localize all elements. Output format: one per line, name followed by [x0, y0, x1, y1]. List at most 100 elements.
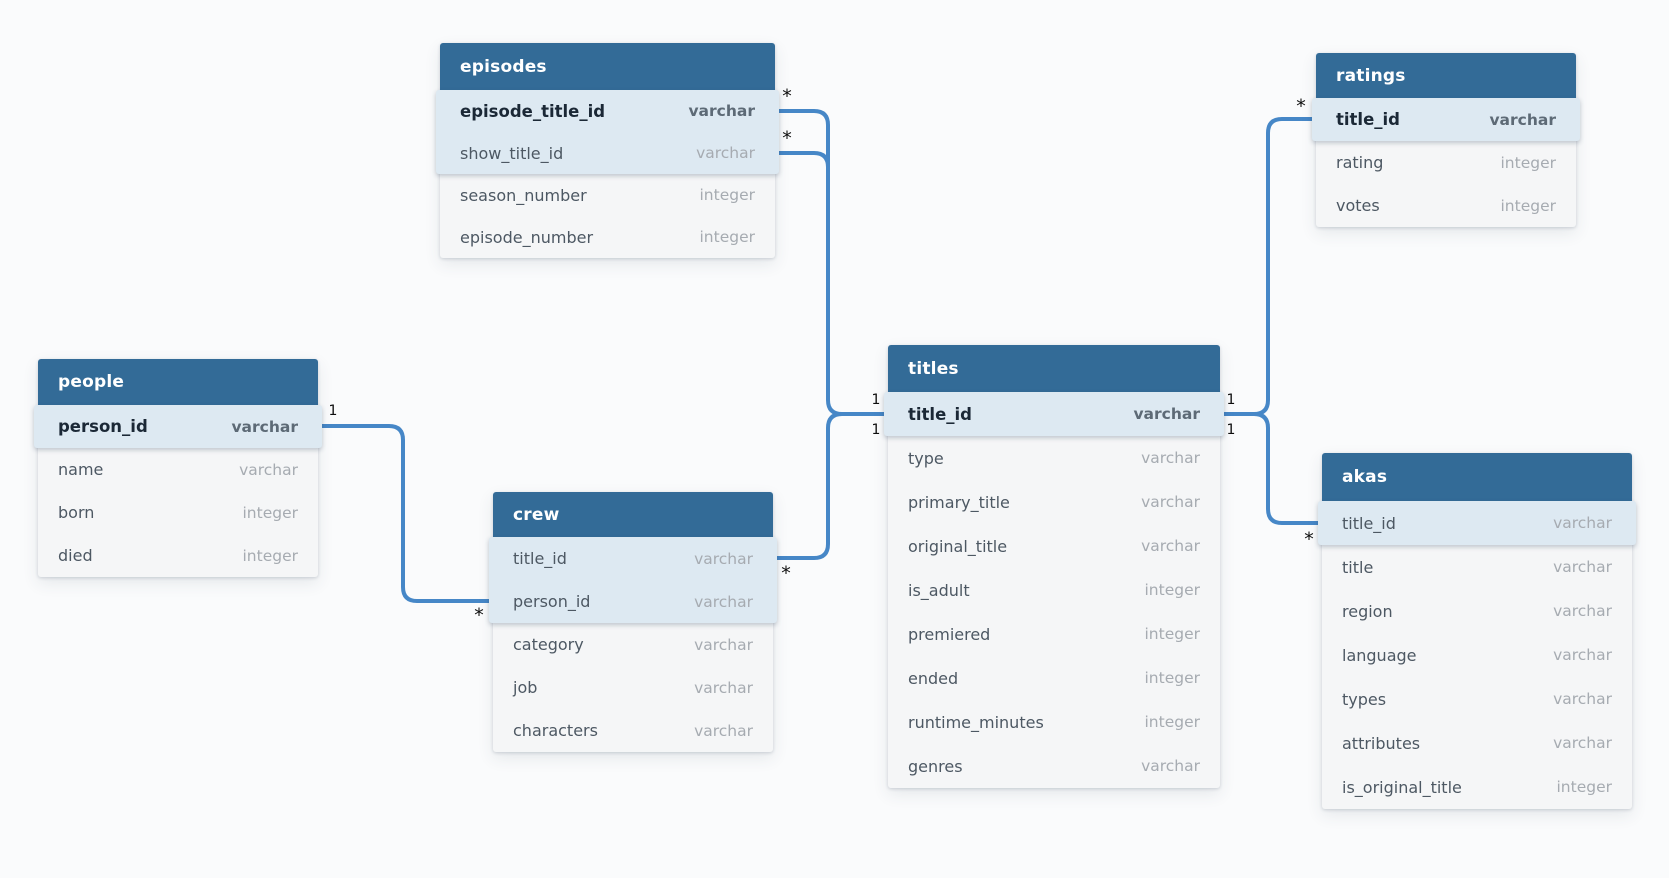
column-name: person_id	[513, 592, 591, 611]
column-type: varchar	[1133, 405, 1200, 423]
column-type: varchar	[239, 460, 298, 479]
column-type: varchar	[1489, 110, 1556, 129]
column-name: category	[513, 635, 584, 654]
relationship-line-episodes-episode_title_id-titles	[775, 109, 888, 416]
column-row-akas-language[interactable]: language varchar	[1322, 633, 1632, 677]
column-row-akas-title[interactable]: title varchar	[1322, 545, 1632, 589]
relationship-line-titles-ratings	[1220, 117, 1316, 416]
cardinality-label-one: 1	[1226, 422, 1236, 438]
column-name: genres	[908, 756, 963, 776]
column-name: name	[58, 460, 104, 479]
column-type: varchar	[1553, 558, 1612, 576]
column-type: integer	[1556, 778, 1613, 796]
cardinality-label-many: *	[781, 562, 791, 585]
column-name: title	[1342, 557, 1374, 577]
column-name: rating	[1336, 153, 1384, 172]
table-header-crew[interactable]: crew	[493, 492, 773, 537]
column-row-ratings-votes[interactable]: votes integer	[1316, 184, 1576, 227]
column-row-titles-title_id[interactable]: title_id varchar	[884, 392, 1224, 436]
cardinality-label-many: *	[782, 85, 792, 108]
column-type: varchar	[1553, 646, 1612, 664]
table-header-people[interactable]: people	[38, 359, 318, 405]
column-row-crew-characters[interactable]: characters varchar	[493, 709, 773, 752]
cardinality-label-many: *	[474, 604, 484, 627]
column-type: integer	[1144, 625, 1201, 643]
relationship-line-episodes-show_title_id-titles	[775, 151, 830, 360]
column-type: integer	[699, 186, 756, 204]
table-header-akas[interactable]: akas	[1322, 453, 1632, 501]
column-name: is_original_title	[1342, 777, 1462, 797]
relationship-line-people-crew	[318, 424, 493, 603]
table-title: ratings	[1336, 65, 1406, 86]
table-title: akas	[1342, 467, 1388, 487]
column-type: integer	[1500, 196, 1557, 215]
table-header-episodes[interactable]: episodes	[440, 43, 775, 90]
table-title: crew	[513, 504, 560, 525]
column-type: varchar	[1553, 734, 1612, 752]
table-header-titles[interactable]: titles	[888, 345, 1220, 392]
column-type: integer	[1500, 153, 1557, 172]
column-row-people-name[interactable]: name varchar	[38, 448, 318, 491]
column-type: varchar	[694, 721, 753, 740]
column-type: varchar	[688, 102, 755, 120]
column-name: language	[1342, 645, 1417, 665]
table-title: people	[58, 372, 125, 392]
cardinality-label-one: 1	[871, 392, 881, 408]
column-row-ratings-rating[interactable]: rating integer	[1316, 141, 1576, 184]
column-name: job	[513, 678, 538, 697]
cardinality-label-one: 1	[871, 422, 881, 438]
column-type: varchar	[694, 635, 753, 654]
column-name: title_id	[908, 404, 972, 424]
column-type: varchar	[694, 549, 753, 568]
column-row-crew-category[interactable]: category varchar	[493, 623, 773, 666]
column-name: original_title	[908, 536, 1008, 556]
column-type: varchar	[231, 417, 298, 436]
column-name: characters	[513, 721, 598, 740]
table-header-ratings[interactable]: ratings	[1316, 53, 1576, 98]
cardinality-label-one: 1	[1226, 392, 1236, 408]
column-name: ended	[908, 668, 959, 688]
column-type: varchar	[1141, 493, 1200, 511]
table-title: episodes	[460, 56, 547, 77]
column-name: title_id	[1342, 513, 1396, 533]
column-name: votes	[1336, 196, 1380, 215]
column-name: episode_number	[460, 227, 594, 247]
column-row-akas-is_original_title[interactable]: is_original_title integer	[1322, 765, 1632, 809]
